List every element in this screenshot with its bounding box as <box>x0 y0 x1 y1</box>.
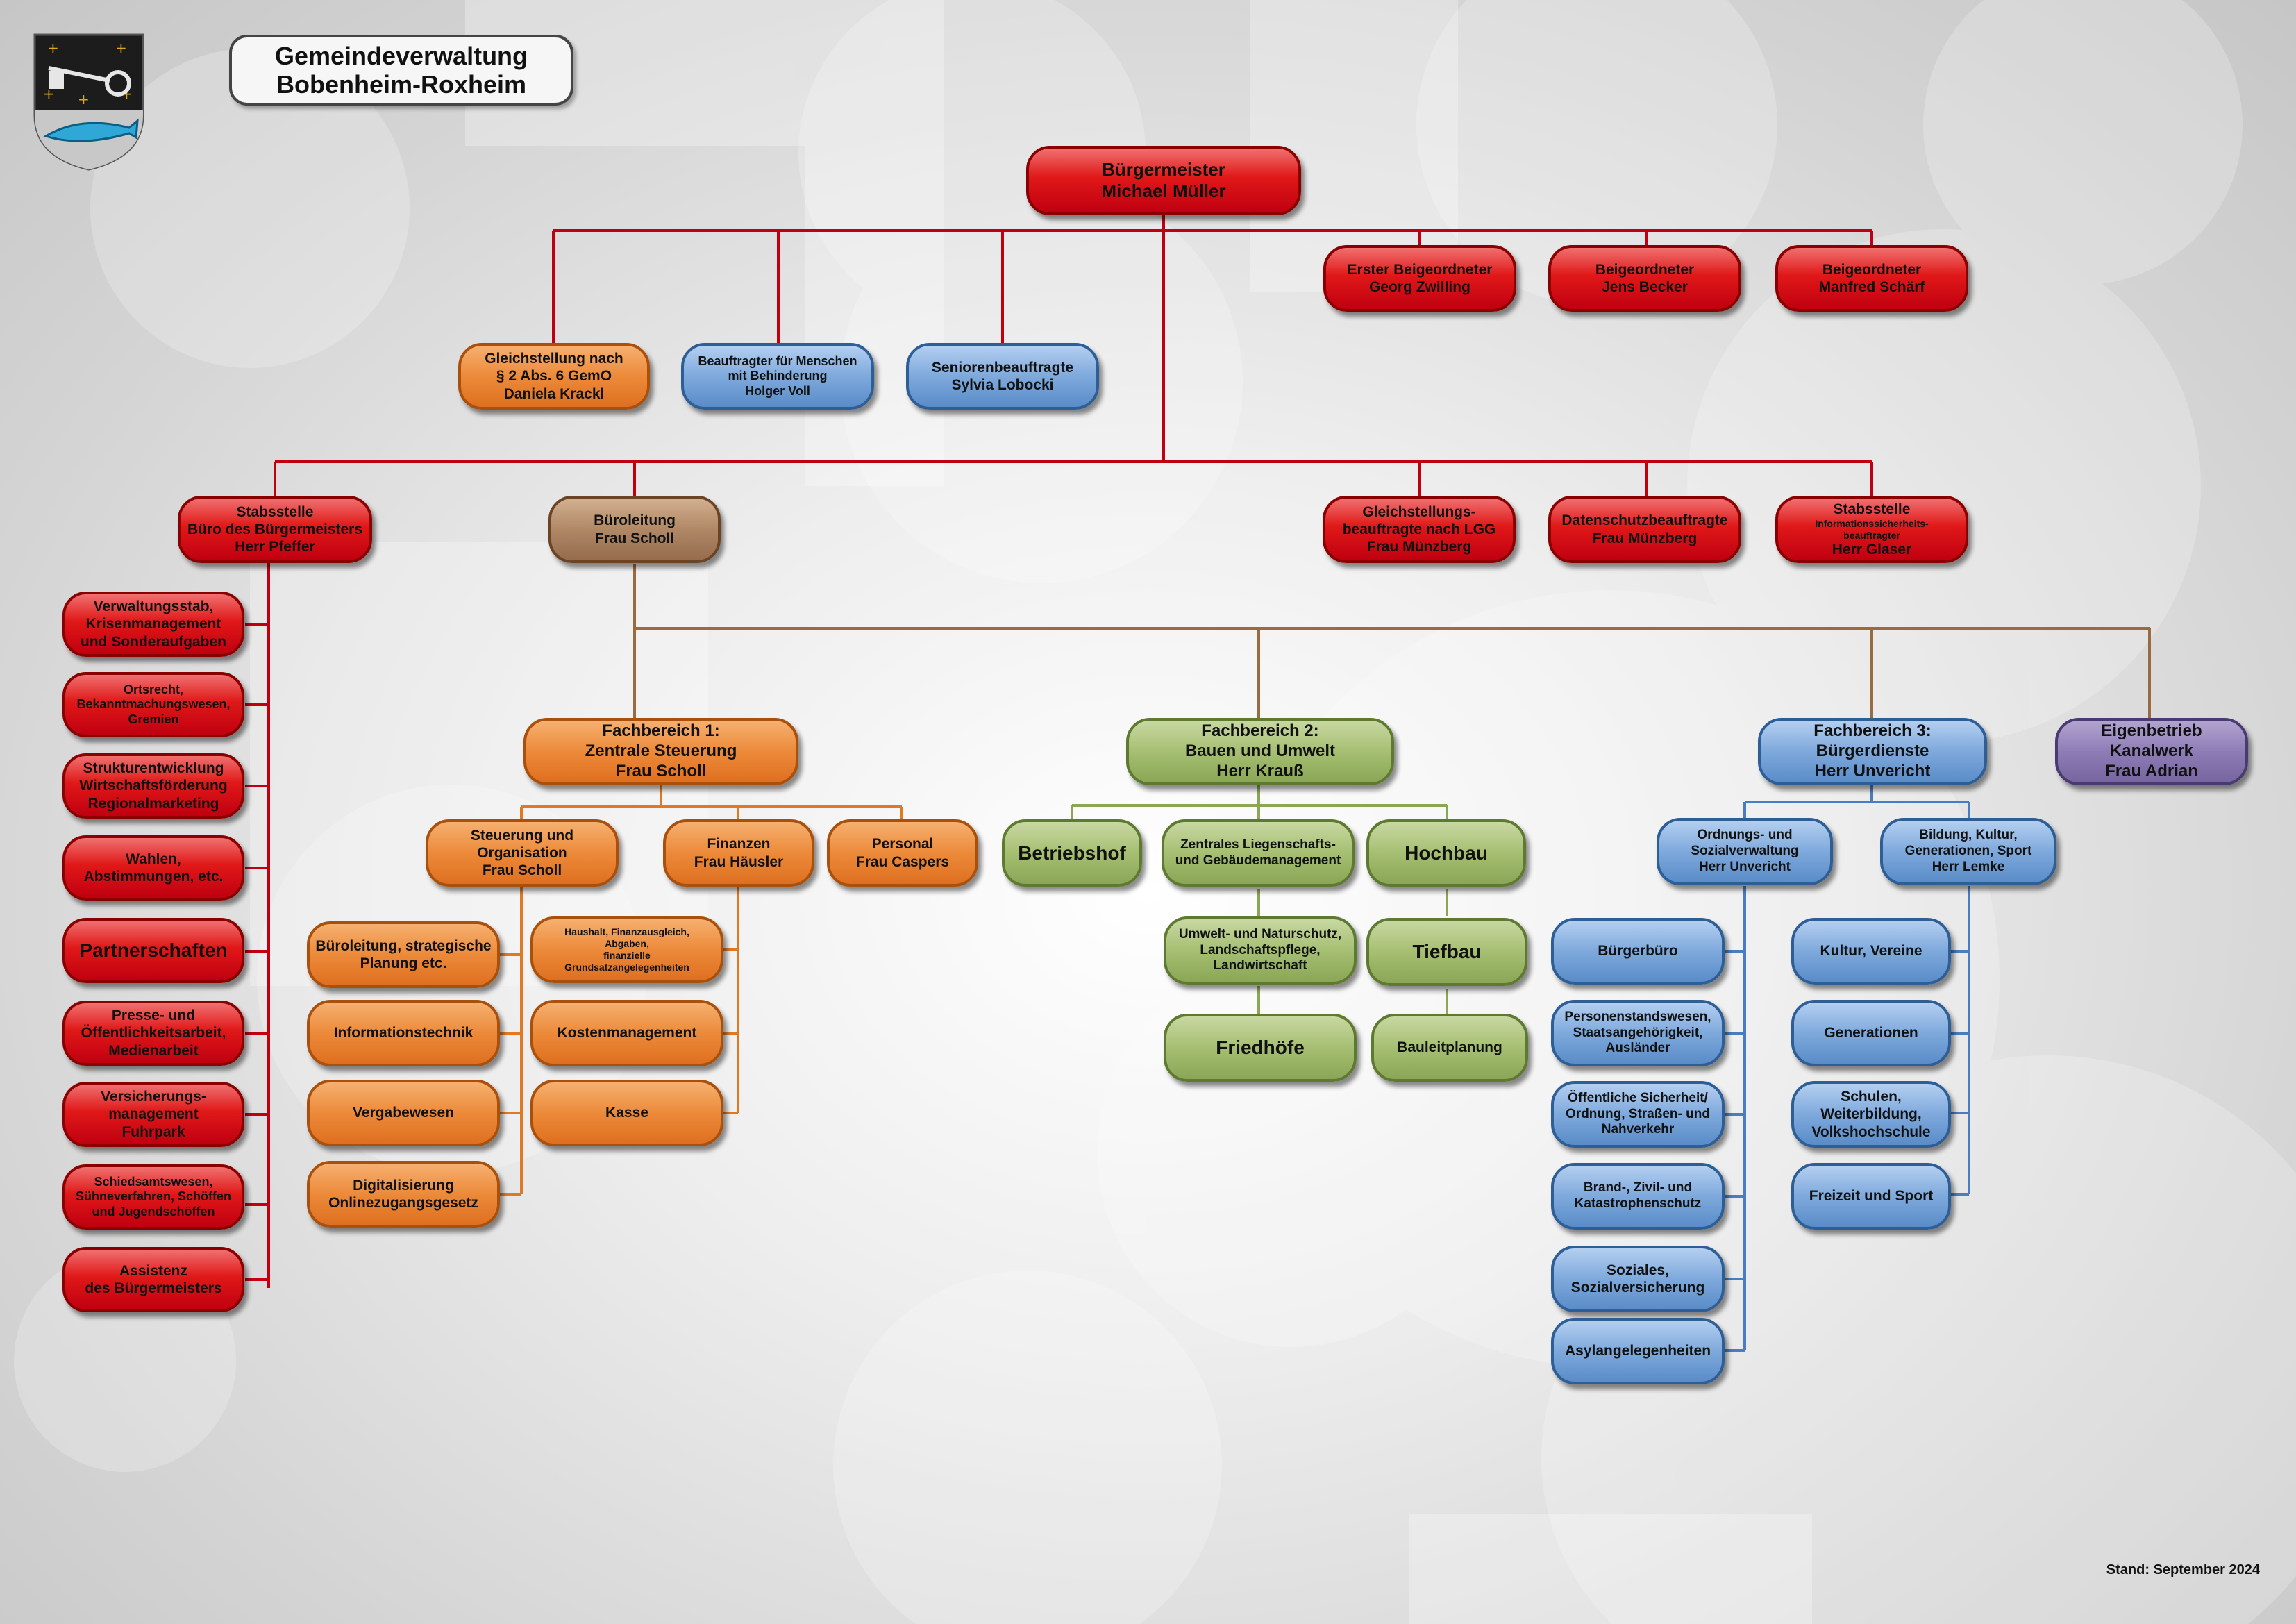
asylangelegenheiten-box: Asylangelegenheiten <box>1551 1318 1725 1384</box>
fachbereich-3-box: Fachbereich 3: Bürgerdienste Herr Unveri… <box>1758 718 1987 785</box>
personal-box: Personal Frau Caspers <box>827 819 978 887</box>
eigenbetrieb-kanalwerk-box: Eigenbetrieb Kanalwerk Frau Adrian <box>2055 718 2248 785</box>
brandschutz-box: Brand-, Zivil- und Katastrophenschutz <box>1551 1163 1725 1230</box>
stabsstelle-is-title: Stabsstelle <box>1833 501 1911 517</box>
beigeordneter-becker-box: Beigeordneter Jens Becker <box>1548 245 1741 312</box>
stand-date: Stand: September 2024 <box>2106 1562 2260 1577</box>
informationstechnik-box: Informationstechnik <box>307 1000 500 1066</box>
betriebshof-box: Betriebshof <box>1002 819 1142 887</box>
schiedsamt-box: Schiedsamtswesen, Sühneverfahren, Schöff… <box>62 1164 244 1230</box>
liegenschaften-box: Zentrales Liegenschafts- und Gebäudemana… <box>1162 819 1355 887</box>
ordnung-sozialverwaltung-box: Ordnungs- und Sozialverwaltung Herr Unve… <box>1657 818 1833 885</box>
partnerschaften-box: Partnerschaften <box>62 918 244 983</box>
seniorenbeauftragte-box: Seniorenbeauftragte Sylvia Lobocki <box>906 343 1099 410</box>
kultur-vereine-box: Kultur, Vereine <box>1791 918 1951 985</box>
umwelt-box: Umwelt- und Naturschutz, Landschaftspfle… <box>1164 916 1357 985</box>
generationen-box: Generationen <box>1791 1000 1951 1066</box>
oeffentliche-sicherheit-box: Öffentliche Sicherheit/ Ordnung, Straßen… <box>1551 1081 1725 1148</box>
hochbau-box: Hochbau <box>1366 819 1526 887</box>
soziales-box: Soziales, Sozialversicherung <box>1551 1246 1725 1312</box>
wahlen-box: Wahlen, Abstimmungen, etc. <box>62 835 244 901</box>
beigeordneter-schaerf-box: Beigeordneter Manfred Schärf <box>1775 245 1968 312</box>
stabsstelle-buero-box: Stabsstelle Büro des Bürgermeisters Herr… <box>178 496 372 563</box>
page-title: Gemeindeverwaltung Bobenheim-Roxheim <box>229 35 573 106</box>
svg-text:+: + <box>43 85 55 102</box>
svg-text:+: + <box>47 40 59 56</box>
freizeit-sport-box: Freizeit und Sport <box>1791 1163 1951 1230</box>
kostenmanagement-box: Kostenmanagement <box>530 1000 723 1066</box>
stabsstelle-is-name: Herr Glaser <box>1832 542 1912 558</box>
fachbereich-1-box: Fachbereich 1: Zentrale Steuerung Frau S… <box>523 718 798 785</box>
svg-text:+: + <box>78 91 90 108</box>
assistenz-box: Assistenz des Bürgermeisters <box>62 1247 244 1312</box>
bildung-kultur-box: Bildung, Kultur, Generationen, Sport Her… <box>1880 818 2056 885</box>
fachbereich-2-box: Fachbereich 2: Bauen und Umwelt Herr Kra… <box>1126 718 1394 785</box>
steuerung-organisation-box: Steuerung und Organisation Frau Scholl <box>426 819 619 887</box>
versicherung-box: Versicherungs- management Fuhrpark <box>62 1082 244 1147</box>
title-line-2: Bobenheim-Roxheim <box>276 70 527 99</box>
bueroleitung-box: Büroleitung Frau Scholl <box>548 496 721 563</box>
buergermeister-box: Bürgermeister Michael Müller <box>1026 146 1301 215</box>
bueroleitung-strategisch-box: Büroleitung, strategische Planung etc. <box>307 921 500 988</box>
schulen-box: Schulen, Weiterbildung, Volkshochschule <box>1791 1081 1951 1148</box>
verwaltungsstab-box: Verwaltungsstab, Krisenmanagement und So… <box>62 592 244 657</box>
tiefbau-box: Tiefbau <box>1366 918 1527 986</box>
kasse-box: Kasse <box>530 1080 723 1146</box>
digitalisierung-box: Digitalisierung Onlinezugangsgesetz <box>307 1161 500 1228</box>
stabsstelle-is-subtitle: Informationssicherheits- beauftragter <box>1815 517 1929 541</box>
friedhoefe-box: Friedhöfe <box>1164 1014 1357 1082</box>
finanzen-box: Finanzen Frau Häusler <box>663 819 814 887</box>
personenstandswesen-box: Personenstandswesen, Staatsangehörigkeit… <box>1551 1000 1725 1066</box>
datenschutz-box: Datenschutzbeauftragte Frau Münzberg <box>1548 496 1741 563</box>
vergabewesen-box: Vergabewesen <box>307 1080 500 1146</box>
strukturentwicklung-box: Strukturentwicklung Wirtschaftsförderung… <box>62 753 244 819</box>
bauleitplanung-box: Bauleitplanung <box>1371 1014 1528 1082</box>
coat-of-arms-icon: + + + + + <box>33 33 144 171</box>
ortsrecht-box: Ortsrecht, Bekanntmachungswesen, Gremien <box>62 672 244 737</box>
svg-text:+: + <box>115 40 127 56</box>
gleichstellung-gemo-box: Gleichstellung nach § 2 Abs. 6 GemO Dani… <box>458 343 650 410</box>
erster-beigeordneter-box: Erster Beigeordneter Georg Zwilling <box>1323 245 1516 312</box>
haushalt-box: Haushalt, Finanzausgleich, Abgaben, fina… <box>530 916 723 983</box>
title-line-1: Gemeindeverwaltung <box>274 41 528 70</box>
gleichstellung-lgg-box: Gleichstellungs- beauftragte nach LGG Fr… <box>1323 496 1516 563</box>
beauftragter-behinderung-box: Beauftragter für Menschen mit Behinderun… <box>681 343 874 410</box>
stabsstelle-informationssicherheit-box: Stabsstelle Informationssicherheits- bea… <box>1775 496 1968 563</box>
buergerbuero-box: Bürgerbüro <box>1551 918 1725 985</box>
presse-box: Presse- und Öffentlichkeitsarbeit, Medie… <box>62 1001 244 1066</box>
